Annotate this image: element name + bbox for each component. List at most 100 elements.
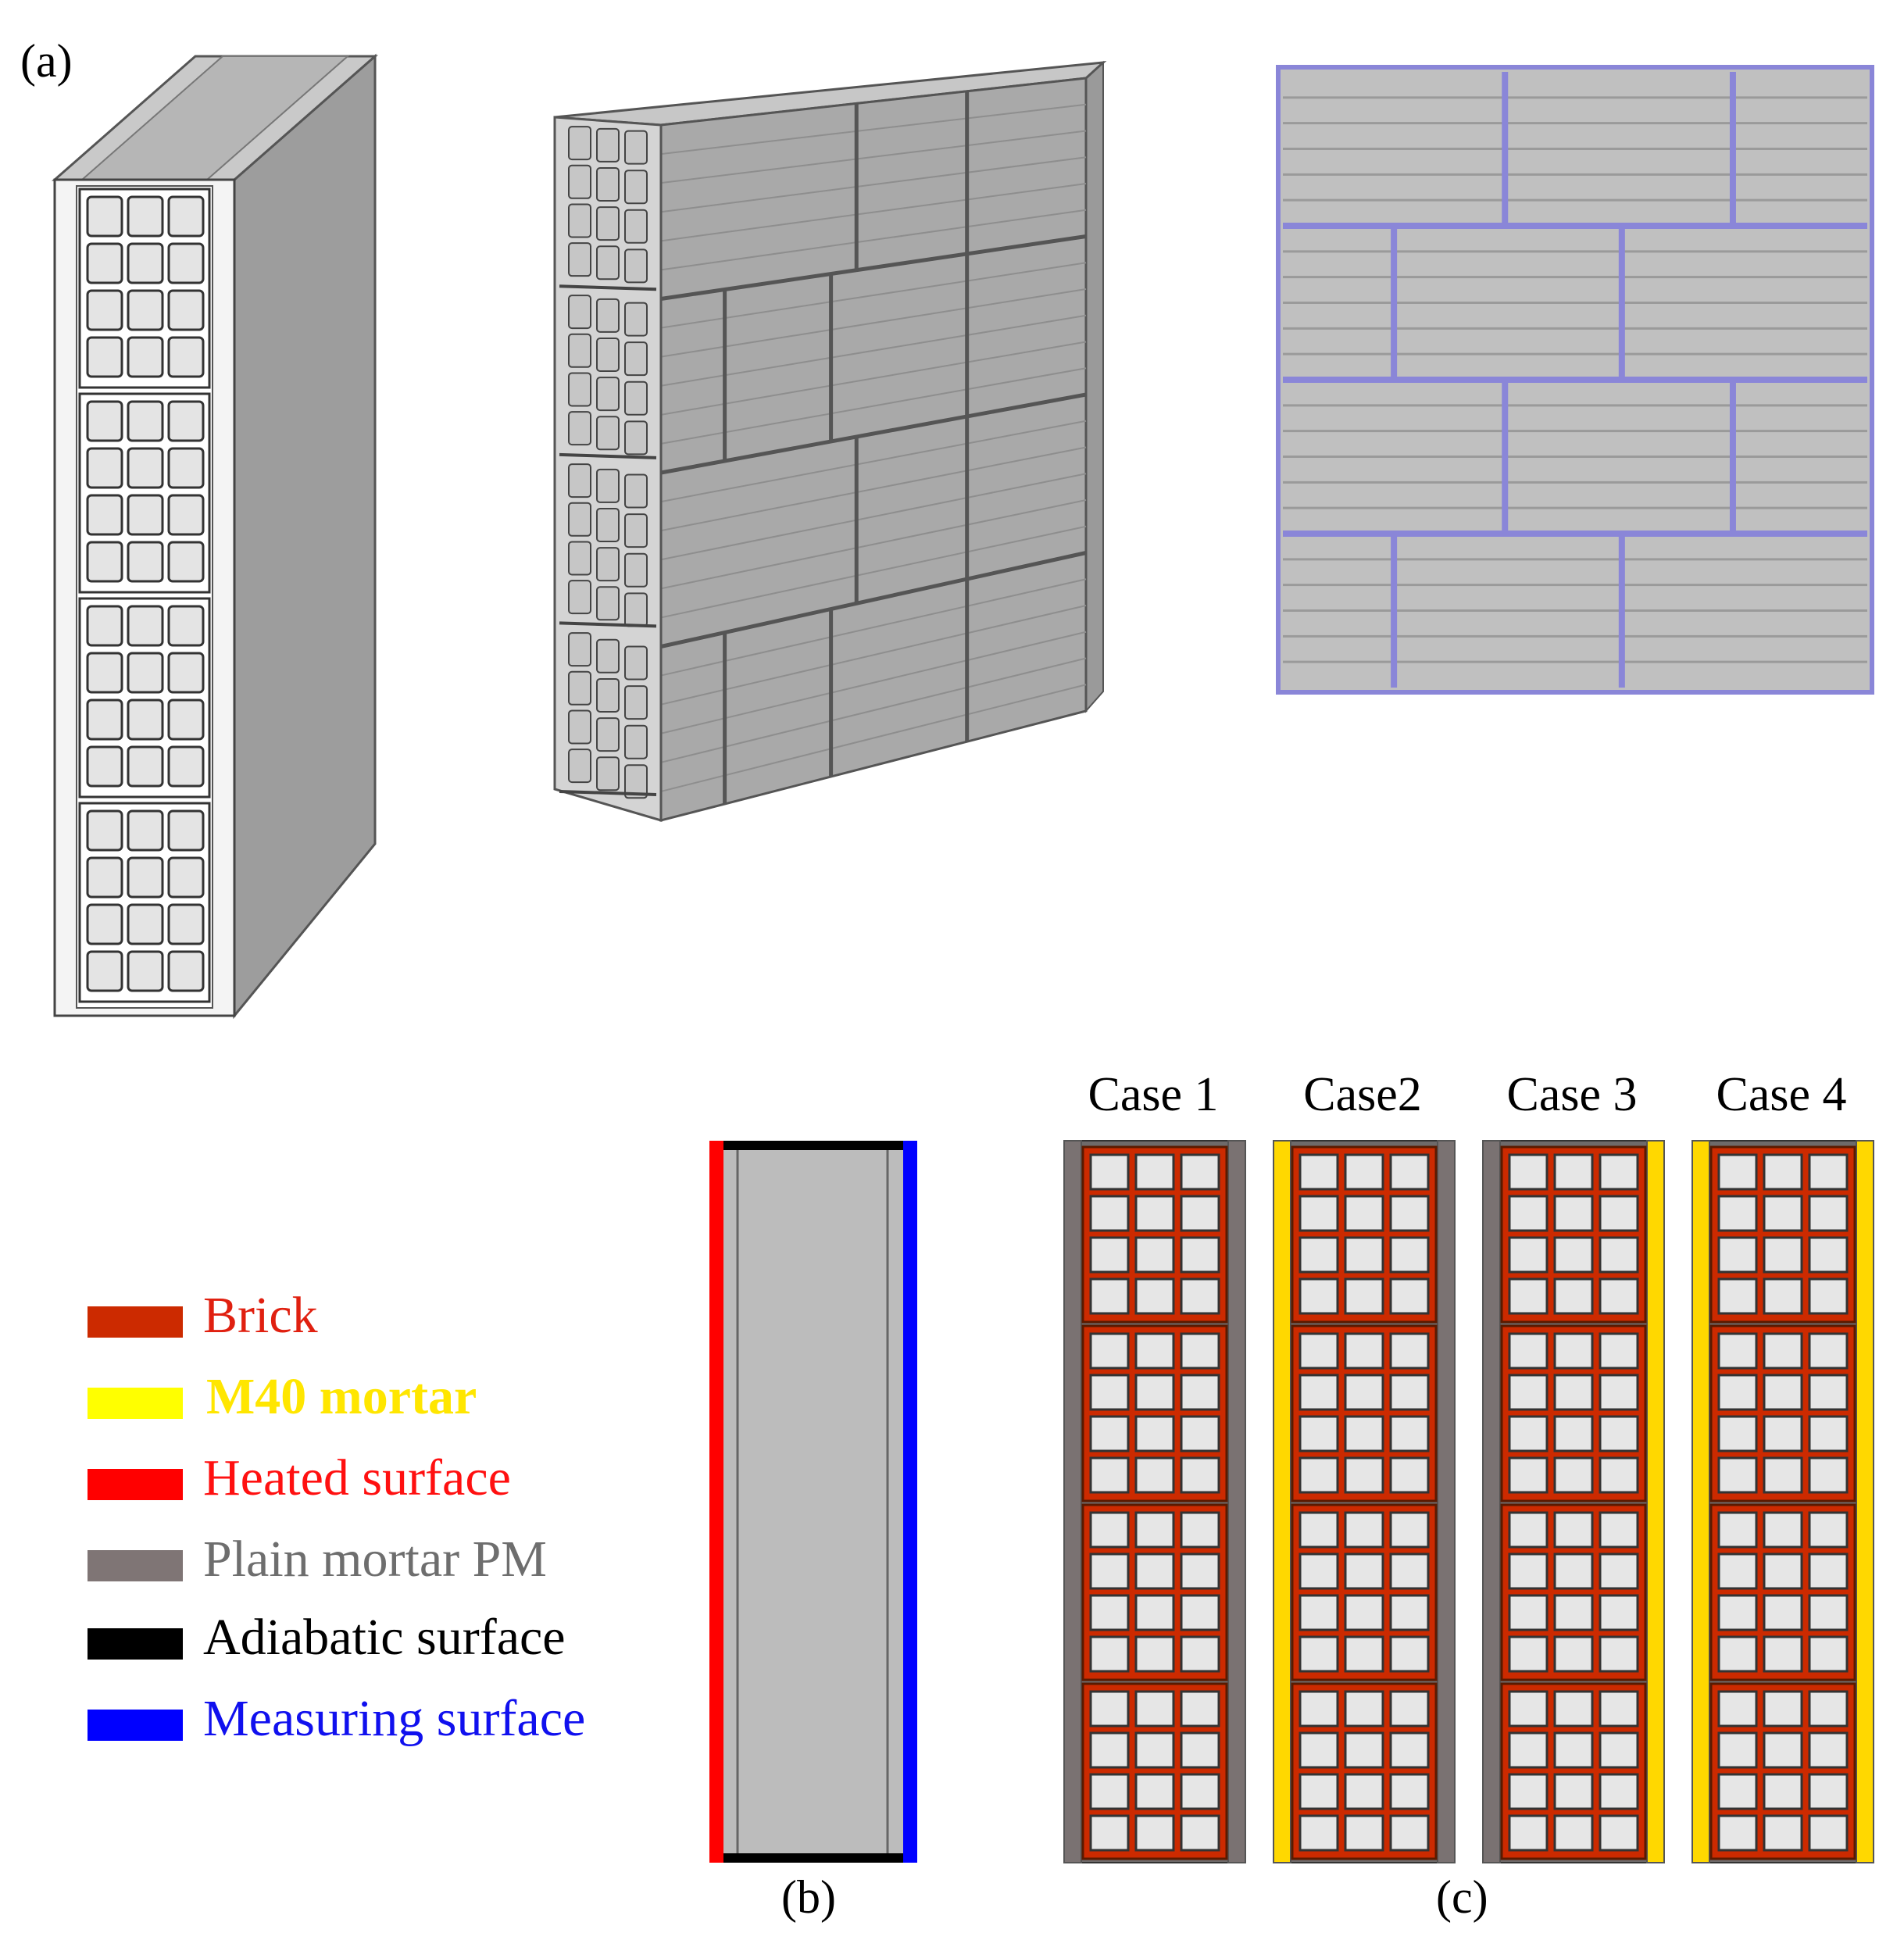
column-brick-cell <box>127 605 164 647</box>
case-brick-cell <box>1599 1195 1639 1232</box>
wall-end-cell <box>596 717 620 752</box>
case-brick-cell <box>1344 1690 1384 1728</box>
case-brick-cell <box>1089 1594 1130 1631</box>
panel-label-c: (c) <box>1436 1871 1488 1923</box>
case-brick-cell <box>1180 1415 1220 1452</box>
adiabatic-surface-top <box>719 1141 905 1150</box>
panel-label-a: (a) <box>20 35 73 87</box>
case-brick-cell <box>1599 1153 1639 1191</box>
wall-end-cell <box>624 341 648 377</box>
case-brick-cell <box>1389 1195 1430 1232</box>
case-brick-cell <box>1717 1511 1758 1549</box>
case-brick-cell <box>1763 1773 1803 1810</box>
wall-end-cell <box>624 209 648 244</box>
wall-end-cell <box>568 203 591 238</box>
column-brick-cell <box>86 336 123 378</box>
wall-cell-line <box>660 367 1087 445</box>
column-brick-cell <box>167 745 205 788</box>
case-brick-cell <box>1389 1690 1430 1728</box>
legend-swatch-adiabatic <box>88 1628 183 1660</box>
wall-end-cell <box>568 242 591 277</box>
case-brick-cell <box>1389 1511 1430 1549</box>
case-brick-cell <box>1389 1277 1430 1315</box>
case-brick-cell <box>1599 1594 1639 1631</box>
case-brick-cell <box>1134 1456 1175 1494</box>
case-brick-cell <box>1599 1415 1639 1452</box>
column-brick-cell <box>86 242 123 284</box>
column-brick-cell <box>167 699 205 741</box>
case-brick-cell <box>1299 1332 1339 1370</box>
case-brick-cell <box>1508 1731 1549 1769</box>
wall-end-cell <box>568 411 591 446</box>
case-brick-cell <box>1717 1814 1758 1852</box>
wall-side-face <box>1085 60 1104 713</box>
case-brick-cell <box>1553 1594 1594 1631</box>
case-brick-cell <box>1344 1635 1384 1673</box>
case-brick-cell <box>1717 1374 1758 1411</box>
case-brick-cell <box>1763 1415 1803 1452</box>
column-brick-cell <box>86 400 123 442</box>
case-brick-cell <box>1808 1332 1849 1370</box>
case-brick-cell <box>1553 1195 1594 1232</box>
case-brick-cell <box>1599 1814 1639 1852</box>
case-brick-cell <box>1508 1236 1549 1274</box>
column-brick-cell <box>167 195 205 238</box>
case-brick-cell <box>1134 1511 1175 1549</box>
front-bed-joint <box>1283 223 1867 229</box>
case-brick-cell <box>1299 1773 1339 1810</box>
case-brick-cell <box>1299 1374 1339 1411</box>
case-left-mortar <box>1273 1140 1291 1863</box>
wall-end-cell <box>624 592 648 627</box>
wall-end-cell <box>624 248 648 284</box>
case-brick-cell <box>1389 1773 1430 1810</box>
column-brick-cell <box>127 447 164 489</box>
case-brick-cell <box>1553 1511 1594 1549</box>
column-brick-cell <box>86 605 123 647</box>
column-brick-cell <box>127 903 164 945</box>
case-brick-cell <box>1180 1773 1220 1810</box>
case-brick-cell <box>1344 1773 1384 1810</box>
case-brick-cell <box>1299 1731 1339 1769</box>
wall-end-cell <box>624 130 648 165</box>
case-brick-cell <box>1089 1690 1130 1728</box>
wall-end-joint <box>559 284 657 291</box>
case-brick-cell <box>1180 1456 1220 1494</box>
case-brick-cell <box>1134 1332 1175 1370</box>
case-brick-cell <box>1808 1731 1849 1769</box>
case-brick-cell <box>1180 1635 1220 1673</box>
case-brick-cell <box>1344 1195 1384 1232</box>
heated-surface <box>709 1141 723 1863</box>
case-label-3: Case 3 <box>1506 1068 1638 1121</box>
case-brick-cell <box>1134 1552 1175 1590</box>
case-brick-cell <box>1508 1814 1549 1852</box>
case-brick-cell <box>1763 1153 1803 1191</box>
case-brick-cell <box>1299 1236 1339 1274</box>
column-brick-cell <box>167 809 205 852</box>
case-brick-cell <box>1763 1814 1803 1852</box>
case-brick-cell <box>1763 1277 1803 1315</box>
case-right-mortar <box>1646 1140 1665 1863</box>
front-brick-courses <box>1283 72 1867 688</box>
wall-cell-line <box>660 684 1087 792</box>
column-brick-cell <box>167 652 205 694</box>
case-brick-cell <box>1389 1153 1430 1191</box>
case-2-section <box>1273 1140 1456 1863</box>
case-brick-cell <box>1134 1814 1175 1852</box>
wall-end-cell <box>568 295 591 330</box>
wall-end-cell <box>568 372 591 407</box>
column-brick-cell <box>127 856 164 899</box>
column-brick-cell <box>86 699 123 741</box>
case-brick-cell <box>1299 1456 1339 1494</box>
case-brick-cell <box>1717 1195 1758 1232</box>
case-brick-cell <box>1599 1690 1639 1728</box>
case-brick-cell <box>1344 1236 1384 1274</box>
case-brick-cell <box>1508 1635 1549 1673</box>
wall-end-cell <box>596 337 620 372</box>
case-brick-cell <box>1508 1153 1549 1191</box>
column-brick-cell <box>127 541 164 583</box>
wall-end-cell <box>596 638 620 674</box>
front-head-joint <box>1618 226 1625 380</box>
case-brick-cell <box>1180 1195 1220 1232</box>
column-brick-cell <box>167 541 205 583</box>
case-brick-cell <box>1763 1456 1803 1494</box>
